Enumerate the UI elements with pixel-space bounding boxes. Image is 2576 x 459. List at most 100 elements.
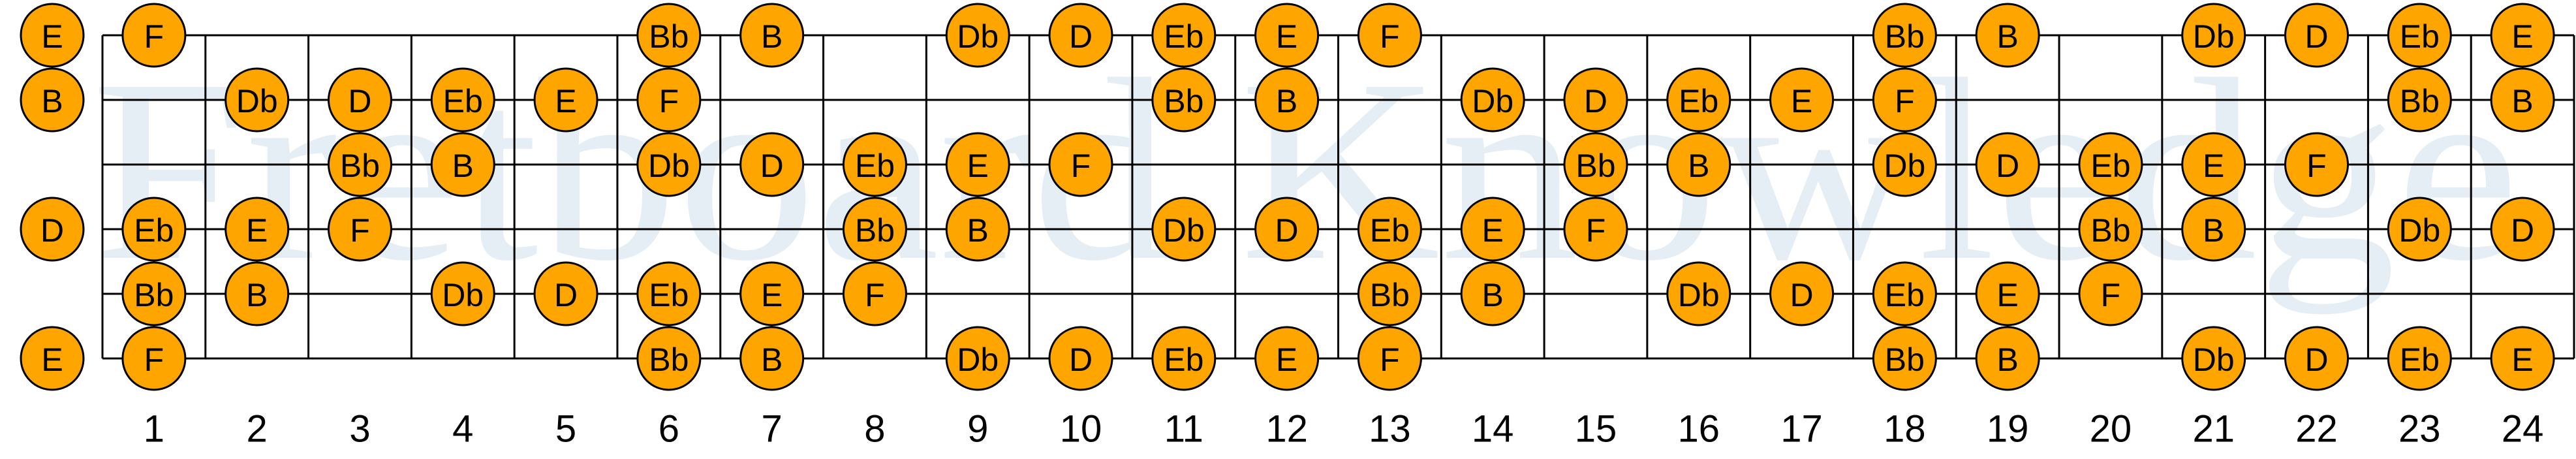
note-label: Db — [1163, 212, 1205, 249]
note-label: E — [41, 341, 63, 378]
note-label: F — [865, 277, 885, 313]
note-circle — [2490, 326, 2555, 391]
fret-number: 10 — [1060, 408, 1102, 451]
note-marker: B — [739, 3, 805, 68]
note-circle — [1254, 197, 1320, 262]
note-circle — [2181, 326, 2246, 391]
note-label: B — [41, 83, 63, 119]
note-marker: Eb — [1151, 326, 1217, 391]
note-label: Db — [957, 341, 999, 378]
note-label: Db — [1678, 277, 1720, 313]
fret-number: 8 — [864, 408, 885, 451]
note-label: Bb — [2090, 212, 2130, 249]
note-marker: B — [1254, 67, 1320, 133]
note-marker: E — [1975, 261, 2040, 326]
note-circle — [225, 67, 290, 133]
note-label: D — [1069, 341, 1093, 378]
note-marker: D — [1975, 132, 2040, 197]
note-circle — [2078, 261, 2143, 326]
note-marker: Db — [2181, 3, 2246, 68]
note-circle — [945, 197, 1010, 262]
fret-number: 5 — [555, 408, 576, 451]
note-marker: Bb — [1357, 261, 1422, 326]
fret-number: 6 — [659, 408, 679, 451]
note-label: B — [761, 18, 783, 55]
note-label: E — [967, 148, 989, 184]
note-label: E — [1482, 212, 1504, 249]
note-marker: F — [1357, 326, 1422, 391]
note-circle — [636, 3, 702, 68]
note-label: Db — [957, 18, 999, 55]
note-circle — [1357, 3, 1422, 68]
note-circle — [327, 67, 392, 133]
note-circle — [1975, 132, 2040, 197]
fret-number: 2 — [247, 408, 268, 451]
note-marker: B — [2490, 67, 2555, 133]
note-label: Db — [2193, 341, 2235, 378]
fret-number: 19 — [1987, 408, 2029, 451]
fret-number: 17 — [1780, 408, 1823, 451]
note-label: E — [1996, 277, 2018, 313]
note-circle — [430, 132, 495, 197]
note-circle — [121, 261, 187, 326]
note-circle — [1563, 132, 1628, 197]
note-label: B — [1688, 148, 1709, 184]
note-label: D — [1584, 83, 1607, 119]
note-marker: D — [2490, 197, 2555, 262]
fret-number: 24 — [2502, 408, 2544, 451]
note-marker: E — [1254, 326, 1320, 391]
note-circle — [1357, 197, 1422, 262]
note-marker: Db — [945, 3, 1010, 68]
note-label: B — [1996, 341, 2018, 378]
note-circle — [2490, 197, 2555, 262]
fret-number: 4 — [452, 408, 473, 451]
note-marker: Eb — [1872, 261, 1937, 326]
note-circle — [2078, 197, 2143, 262]
note-marker: D — [327, 67, 392, 133]
note-circle — [1048, 132, 1113, 197]
note-label: E — [555, 83, 576, 119]
note-marker: Eb — [430, 67, 495, 133]
note-marker: Bb — [1872, 326, 1937, 391]
note-label: Bb — [1885, 18, 1925, 55]
note-marker: E — [2181, 132, 2246, 197]
note-label: Eb — [1164, 341, 1203, 378]
note-marker: B — [1666, 132, 1731, 197]
note-marker: B — [945, 197, 1010, 262]
note-circle — [1460, 197, 1525, 262]
note-label: Db — [442, 277, 484, 313]
note-marker: D — [2284, 3, 2350, 68]
note-circle — [739, 326, 805, 391]
note-circle — [945, 3, 1010, 68]
note-label: B — [246, 277, 268, 313]
note-marker: E — [1460, 197, 1525, 262]
note-circle — [1254, 3, 1320, 68]
note-marker: F — [121, 3, 187, 68]
note-label: Bb — [134, 277, 174, 313]
note-label: B — [967, 212, 989, 249]
note-circle — [2490, 67, 2555, 133]
note-circle — [636, 132, 702, 197]
note-marker: Bb — [2078, 197, 2143, 262]
note-label: E — [1276, 341, 1297, 378]
note-label: E — [761, 277, 783, 313]
note-label: Eb — [2400, 341, 2440, 378]
note-circle — [225, 197, 290, 262]
note-label: Bb — [1885, 341, 1925, 378]
note-circle — [1563, 67, 1628, 133]
note-label: Db — [2398, 212, 2440, 249]
note-circle — [2078, 132, 2143, 197]
note-marker: F — [1872, 67, 1937, 133]
note-label: Db — [1472, 83, 1513, 119]
note-marker: Db — [1151, 197, 1217, 262]
note-label: D — [348, 83, 371, 119]
note-label: E — [246, 212, 268, 249]
note-circle — [1872, 261, 1937, 326]
note-label: B — [761, 341, 783, 378]
note-marker: Db — [2387, 197, 2452, 262]
note-marker: Bb — [327, 132, 392, 197]
note-marker: F — [2078, 261, 2143, 326]
note-circle — [121, 3, 187, 68]
